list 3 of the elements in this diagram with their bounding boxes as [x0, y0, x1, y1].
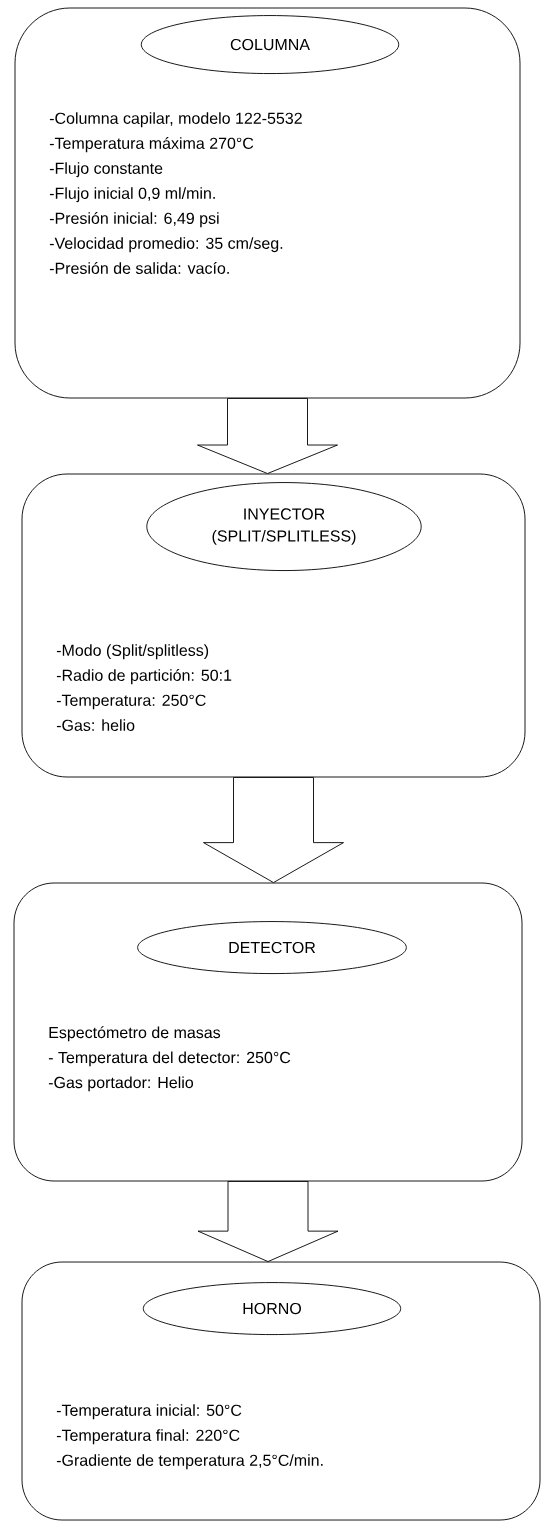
block-arrow: [203, 777, 344, 883]
block-arrow: [197, 1181, 339, 1262]
block-arrow: [197, 398, 338, 474]
